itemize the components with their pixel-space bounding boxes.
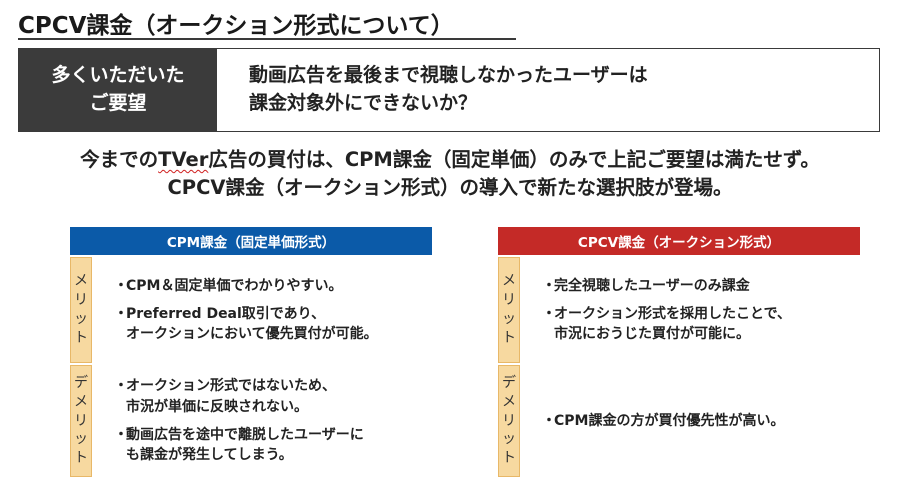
bullet-text: 市況が単価に反映されない。 bbox=[126, 398, 308, 415]
page-title: CPCV課金（オークション形式について） bbox=[18, 13, 454, 39]
bullet-mark: ・ bbox=[114, 305, 128, 322]
request-text: 動画広告を最後まで視聴しなかったユーザーは 課金対象外にできないか？ bbox=[217, 49, 879, 131]
demerit-tag-char: デ bbox=[74, 374, 88, 391]
bullet-mark: ・ bbox=[114, 427, 128, 443]
request-label-line2: ご要望 bbox=[89, 92, 147, 114]
request-box: 多くいただいた ご要望 動画広告を最後まで視聴しなかったユーザーは 課金対象外に… bbox=[18, 48, 880, 132]
cpm-merit-row: メ リ ッ ト ・ CPM＆固定単価でわかりやすい。 ・ Preferred D… bbox=[70, 257, 432, 363]
cpm-merit-list: ・ CPM＆固定単価でわかりやすい。 ・ Preferred Deal取引であり… bbox=[92, 257, 432, 363]
merit-tag-char: ト bbox=[74, 329, 88, 346]
demerit-tag-char: メ bbox=[74, 393, 88, 410]
bullet-text: 完全視聴したユーザーのみ課金 bbox=[554, 277, 750, 294]
demerit-tag-char: デ bbox=[502, 374, 516, 391]
merit-tag-char: メ bbox=[502, 273, 516, 290]
cpm-demerit-row: デ メ リ ッ ト ・ オークション形式ではないため、 市況が単価に反映されない… bbox=[70, 365, 432, 477]
bullet-text: CPM課金の方が買付優先性が高い。 bbox=[554, 412, 785, 429]
cpcv-demerit-row: デ メ リ ッ ト ・ CPM課金の方が買付優先性が高い。 bbox=[498, 365, 860, 477]
cpcv-header: CPCV課金（オークション形式） bbox=[498, 227, 860, 255]
demerit-tag-char: ト bbox=[74, 450, 88, 467]
bullet-text: CPM＆固定単価でわかりやすい。 bbox=[126, 277, 343, 294]
request-label-line1: 多くいただいた bbox=[51, 64, 185, 87]
bullet-text: オークション形式ではないため、 bbox=[126, 378, 336, 395]
list-item: ・ オークション形式を採用したことで、 市況におうじた買付が可能に。 bbox=[542, 304, 860, 345]
merit-tag-char: ッ bbox=[74, 311, 88, 327]
merit-tag-char: ッ bbox=[502, 311, 516, 327]
list-item: ・ 動画広告を途中で離脱したユーザーに も課金が発生してしまう。 bbox=[114, 425, 432, 466]
summary: 今までのTVer広告の買付は、CPM課金（固定単価）のみで上記ご要望は満たせず。… bbox=[0, 146, 900, 201]
bullet-mark: ・ bbox=[542, 277, 556, 294]
list-item: ・ CPM課金の方が買付優先性が高い。 bbox=[542, 411, 860, 431]
bullet-text: Preferred Deal取引であり、 bbox=[126, 305, 326, 322]
bullet-mark: ・ bbox=[114, 378, 128, 395]
merit-tag: メ リ ッ ト bbox=[498, 257, 520, 363]
bullet-text: オークションにおいて優先買付が可能。 bbox=[126, 326, 378, 343]
demerit-tag-char: メ bbox=[502, 393, 516, 410]
bullet-text: も課金が発生してしまう。 bbox=[126, 447, 293, 464]
request-label: 多くいただいた ご要望 bbox=[19, 49, 217, 131]
list-item: ・ Preferred Deal取引であり、 オークションにおいて優先買付が可能… bbox=[114, 304, 432, 345]
bullet-text: 動画広告を途中で離脱したユーザーに bbox=[126, 427, 364, 443]
merit-tag-char: リ bbox=[74, 292, 88, 309]
demerit-tag-char: ト bbox=[502, 450, 516, 467]
merit-tag-char: リ bbox=[502, 292, 516, 309]
list-item: ・ CPM＆固定単価でわかりやすい。 bbox=[114, 276, 432, 296]
cpcv-merit-list: ・ 完全視聴したユーザーのみ課金 ・ オークション形式を採用したことで、 市況に… bbox=[520, 257, 860, 363]
summary-line2: CPCV課金（オークション形式）の導入で新たな選択肢が登場。 bbox=[167, 175, 733, 199]
cpcv-demerit-list: ・ CPM課金の方が買付優先性が高い。 bbox=[520, 365, 860, 477]
demerit-tag: デ メ リ ッ ト bbox=[70, 365, 92, 477]
cpm-header: CPM課金（固定単価形式） bbox=[70, 227, 432, 255]
summary-line1-post: 広告の買付は、CPM課金（固定単価）のみで上記ご要望は満たせず。 bbox=[208, 148, 820, 171]
merit-tag-char: ト bbox=[502, 329, 516, 346]
bullet-text: 市況におうじた買付が可能に。 bbox=[554, 326, 750, 343]
demerit-tag-char: ッ bbox=[74, 431, 88, 448]
demerit-tag-char: ッ bbox=[502, 431, 516, 448]
summary-brand: TVer bbox=[158, 148, 209, 171]
list-item: ・ オークション形式ではないため、 市況が単価に反映されない。 bbox=[114, 376, 432, 417]
bullet-mark: ・ bbox=[114, 277, 128, 294]
summary-line1-pre: 今までの bbox=[80, 148, 159, 171]
summary-line1: 今までのTVer広告の買付は、CPM課金（固定単価）のみで上記ご要望は満たせず。 bbox=[0, 146, 900, 174]
cpm-column: CPM課金（固定単価形式） メ リ ッ ト ・ CPM＆固定単価でわかりやすい。… bbox=[70, 227, 432, 477]
cpcv-merit-row: メ リ ッ ト ・ 完全視聴したユーザーのみ課金 ・ オークション形式を採用した… bbox=[498, 257, 860, 363]
bullet-text: オークション形式を採用したことで、 bbox=[554, 305, 792, 322]
merit-tag: メ リ ッ ト bbox=[70, 257, 92, 363]
title-underline bbox=[18, 38, 516, 40]
request-text-line2: 課金対象外にできないか？ bbox=[249, 92, 478, 114]
bullet-mark: ・ bbox=[542, 305, 556, 322]
merit-tag-char: メ bbox=[74, 273, 88, 290]
demerit-tag-char: リ bbox=[74, 412, 88, 429]
request-text-line1: 動画広告を最後まで視聴しなかったユーザーは bbox=[249, 64, 648, 87]
list-item: ・ 完全視聴したユーザーのみ課金 bbox=[542, 276, 860, 296]
cpm-demerit-list: ・ オークション形式ではないため、 市況が単価に反映されない。 ・ 動画広告を途… bbox=[92, 365, 432, 477]
demerit-tag-char: リ bbox=[502, 412, 516, 429]
cpcv-column: CPCV課金（オークション形式） メ リ ッ ト ・ 完全視聴したユーザーのみ課… bbox=[498, 227, 860, 477]
demerit-tag: デ メ リ ッ ト bbox=[498, 365, 520, 477]
bullet-mark: ・ bbox=[542, 412, 556, 429]
